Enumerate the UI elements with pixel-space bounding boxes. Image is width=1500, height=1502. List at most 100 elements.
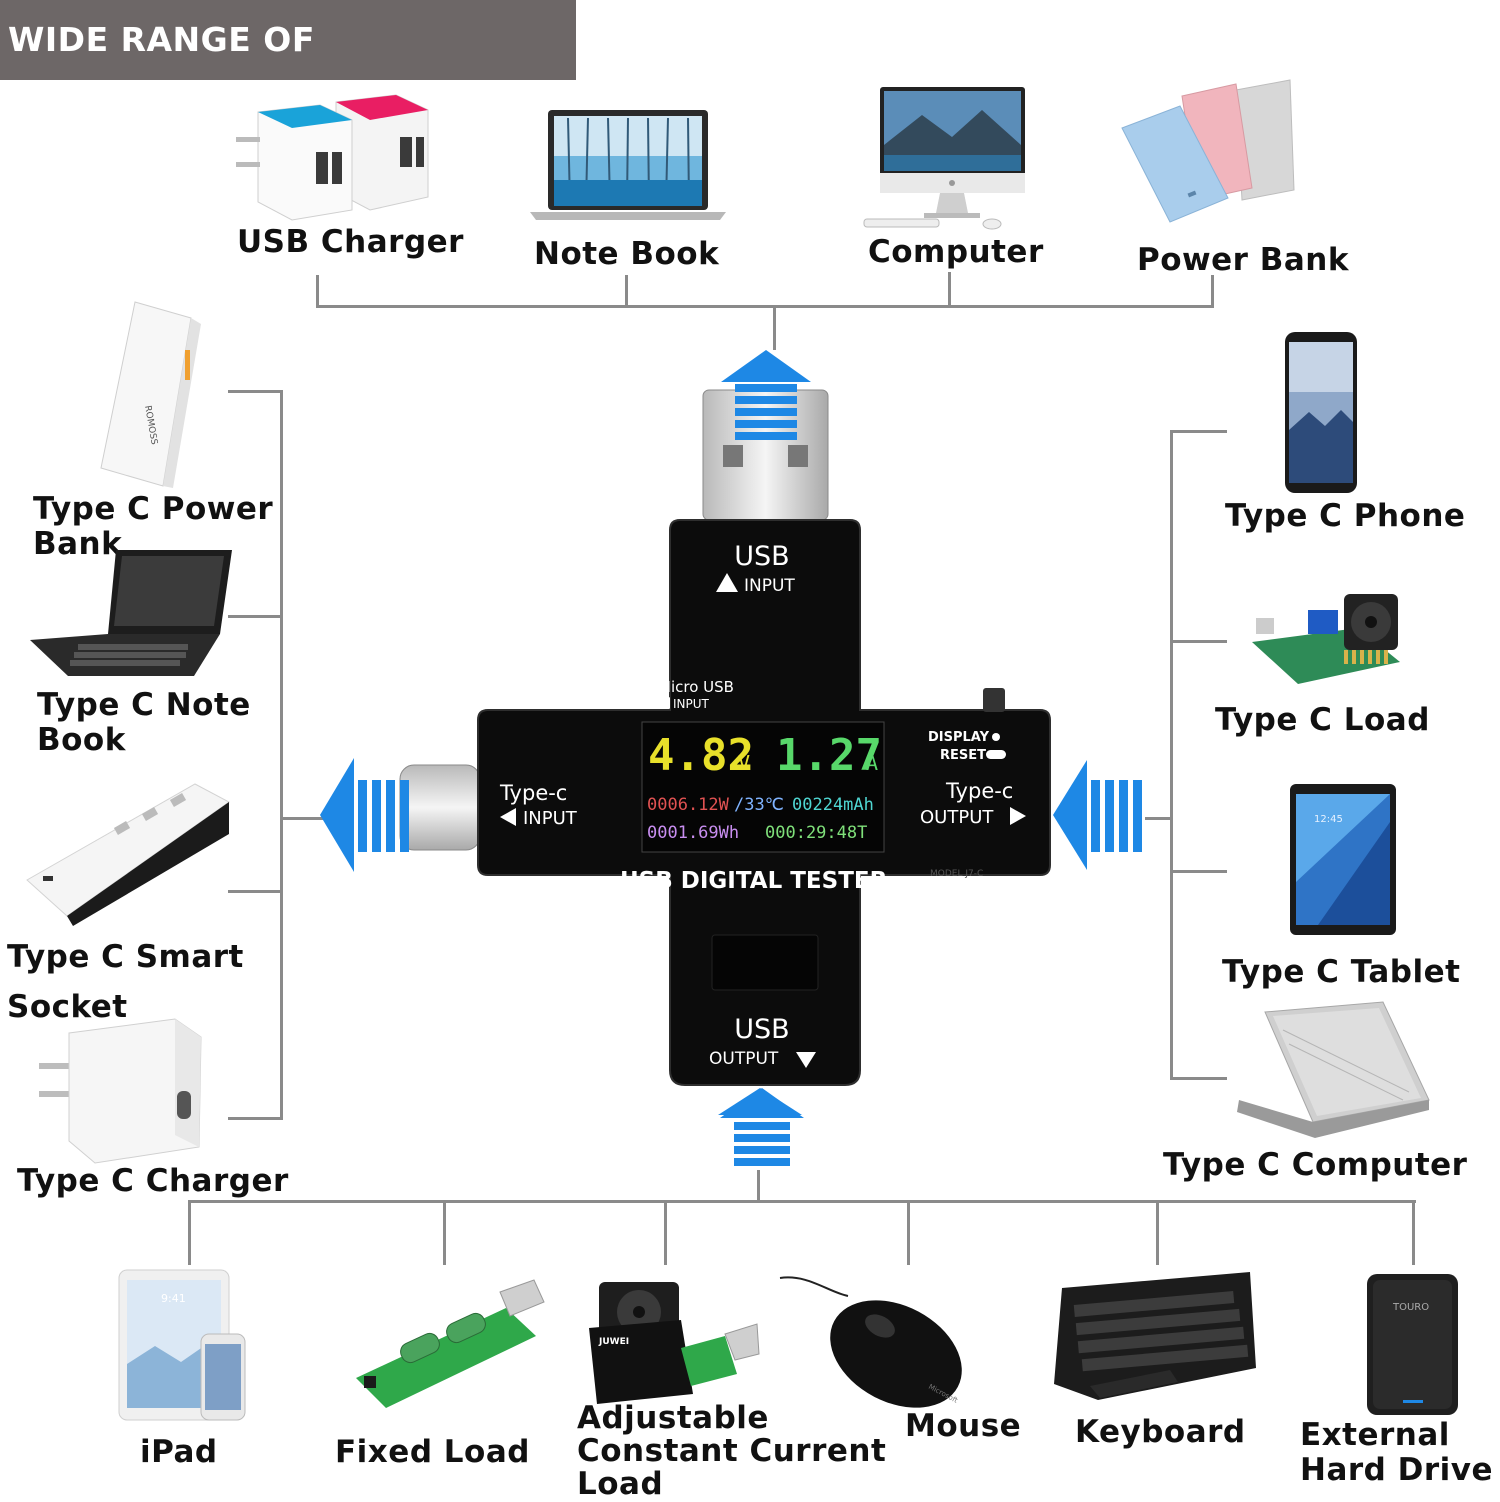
label-type-c-power-bank: Type C Power Bank <box>33 491 274 562</box>
left-bus-line <box>280 390 283 1120</box>
label-type-c-note-book: Type C Note Book <box>37 687 251 758</box>
type-c-input-sub: INPUT <box>523 808 578 829</box>
arrow-up-bottom-full-icon <box>720 1088 804 1166</box>
side-button[interactable] <box>983 688 1005 712</box>
right-tick-1 <box>1170 430 1227 433</box>
screen-temperature: /33℃ <box>734 795 784 815</box>
bottom-bus-line <box>188 1200 1416 1203</box>
usb-output-port <box>711 934 819 991</box>
label-mouse: Mouse <box>905 1408 1022 1444</box>
type-c-input-arrow-icon <box>500 808 516 826</box>
ipad-image: 9:41 <box>118 1269 246 1421</box>
type-c-computer-image <box>1237 1001 1430 1138</box>
bottom-drop-hard-drive <box>1412 1200 1415 1265</box>
right-tick-4 <box>1170 1077 1227 1080</box>
lcd-screen <box>641 721 885 853</box>
usb-input-title: USB <box>734 541 789 572</box>
fixed-load-image <box>356 1279 545 1408</box>
type-c-output-arrow-icon <box>1010 807 1026 825</box>
label-note-book: Note Book <box>534 236 720 272</box>
type-c-plug <box>399 764 481 851</box>
left-stem <box>280 817 325 820</box>
screen-energy: 0001.69Wh <box>647 823 739 843</box>
usb-output-title: USB <box>734 1014 789 1045</box>
adjustable-load-image: JUWEI <box>589 1282 760 1404</box>
right-tick-2 <box>1170 640 1227 643</box>
type-c-tablet-image: 12:45 <box>1290 784 1396 935</box>
usb-digital-tester: USB INPUT Micro USB INPUT 4.82 V 1.27 A … <box>320 350 1142 1115</box>
label-type-c-charger: Type C Charger <box>17 1163 289 1199</box>
label-adjustable-load: Adjustable Constant Current Load <box>577 1400 887 1502</box>
left-tick-1 <box>228 390 283 393</box>
label-type-c-smart-socket: Type C Smart Socket <box>7 939 244 1025</box>
type-c-input-title: Type-c <box>499 781 567 805</box>
top-drop-usb-charger <box>316 275 319 308</box>
top-stem <box>773 305 776 350</box>
bottom-stem <box>757 1170 760 1203</box>
arrow-left-icon <box>320 758 409 872</box>
right-stem <box>1145 817 1173 820</box>
screen-voltage-unit: V <box>738 751 750 775</box>
type-c-smart-socket-image <box>26 783 230 926</box>
top-drop-note-book <box>625 275 628 308</box>
screen-current: 1.27 <box>776 730 882 781</box>
type-c-load-image <box>1252 594 1400 684</box>
usb-output-arrow-icon <box>796 1052 816 1068</box>
right-bus-line <box>1170 430 1173 1080</box>
external-hard-drive-image: TOURO <box>1367 1274 1458 1415</box>
left-tick-2 <box>228 615 283 618</box>
top-drop-computer <box>948 272 951 308</box>
label-computer: Computer <box>868 234 1044 270</box>
type-c-output-sub: OUTPUT <box>920 807 994 828</box>
computer-image <box>863 87 1025 230</box>
label-type-c-phone: Type C Phone <box>1225 498 1466 534</box>
label-usb-charger: USB Charger <box>237 224 464 260</box>
bottom-drop-keyboard <box>1156 1200 1159 1265</box>
screen-capacity: 00224mAh <box>792 795 874 815</box>
juwei-brand-text: JUWEI <box>598 1337 629 1347</box>
label-keyboard: Keyboard <box>1075 1414 1246 1450</box>
reset-label: RESET <box>940 748 986 763</box>
tablet-clock-text: 12:45 <box>1314 814 1343 825</box>
type-c-phone-image <box>1285 332 1357 493</box>
label-type-c-tablet: Type C Tablet <box>1222 954 1461 990</box>
bottom-drop-adjustable-load <box>664 1200 667 1265</box>
screen-power: 0006.12W <box>647 795 730 815</box>
tester-name: USB DIGITAL TESTER <box>620 868 888 894</box>
micro-usb-sub: INPUT <box>673 697 710 711</box>
usb-output-sub: OUTPUT <box>709 1049 779 1069</box>
screen-current-unit: A <box>866 751 878 775</box>
label-power-bank: Power Bank <box>1137 242 1349 278</box>
left-tick-3 <box>228 890 283 893</box>
type-c-charger-image <box>39 1018 202 1164</box>
touro-brand-text: TOURO <box>1392 1302 1429 1313</box>
top-drop-power-bank <box>1211 275 1214 308</box>
power-bank-image <box>1121 79 1295 223</box>
type-c-power-bank-image: ROMOSS <box>100 301 201 488</box>
label-ipad: iPad <box>140 1434 218 1470</box>
type-c-notebook-image <box>30 550 232 676</box>
label-external-hard-drive: External Hard Drive <box>1300 1417 1494 1488</box>
screen-time: 000:29:48T <box>765 823 867 843</box>
left-tick-4 <box>228 1117 283 1120</box>
usb-charger-image <box>236 94 429 221</box>
display-button[interactable] <box>992 733 1000 741</box>
type-c-output-title: Type-c <box>945 779 1013 803</box>
banner-title: WIDE RANGE OF APPLICATION <box>0 0 576 139</box>
label-type-c-computer: Type C Computer <box>1163 1147 1468 1183</box>
keyboard-image <box>1054 1272 1256 1400</box>
reset-button[interactable] <box>986 750 1006 759</box>
usb-input-arrow-icon <box>716 573 738 592</box>
notebook-image <box>530 110 726 220</box>
arrow-left-right-side-icon <box>1053 760 1142 870</box>
mouse-image: Microsoft <box>779 1276 962 1408</box>
arrow-up-top-icon <box>721 350 811 440</box>
bottom-drop-ipad <box>188 1200 191 1265</box>
label-type-c-load: Type C Load <box>1215 702 1430 738</box>
model-text: MODEL J7-C <box>930 869 983 879</box>
usb-input-sub: INPUT <box>744 576 795 596</box>
screen-voltage: 4.82 <box>648 730 754 781</box>
label-fixed-load: Fixed Load <box>335 1434 530 1470</box>
bottom-drop-fixed-load <box>443 1200 446 1265</box>
micro-usb-arrow-icon <box>660 697 670 709</box>
